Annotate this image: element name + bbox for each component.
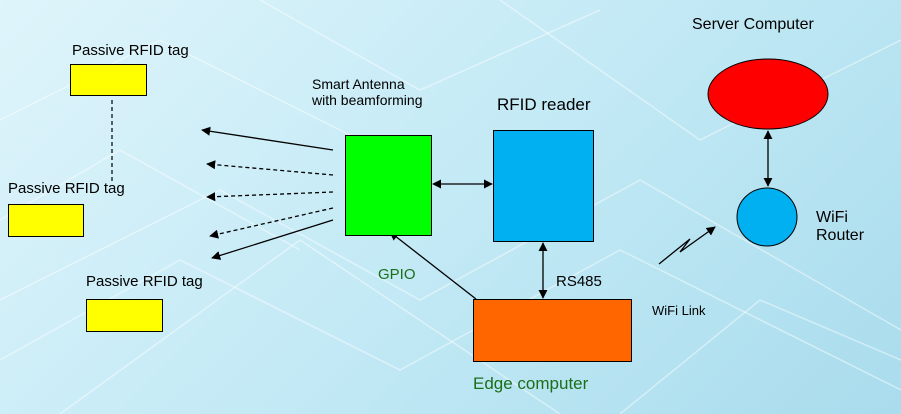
wifi-link-symbol [658,226,716,265]
reader-box [493,130,594,242]
tag2-box [8,204,84,237]
edge-label: Edge computer [473,374,589,393]
router-label-line2: Router [816,227,865,245]
beam-arrow-2 [206,160,334,176]
rs485-label: RS485 [556,273,602,290]
tag2-label: Passive RFID tag [8,180,125,197]
beam-arrow-5 [211,219,334,260]
antenna-label-line2: with beamforming [312,92,423,109]
antenna-label: Smart Antenna with beamforming [312,76,423,108]
server-label: Server Computer [692,16,814,33]
antenna-label-line1: Smart Antenna [312,76,405,92]
edge-box [473,299,632,362]
tag1-box [70,64,147,96]
beam-arrow-1 [201,126,334,151]
antenna-box [345,135,432,236]
reader-label: RFID reader [497,95,591,114]
gpio-link [389,231,477,300]
beam-arrow-3 [206,191,334,202]
tag3-label: Passive RFID tag [86,273,203,290]
beam-arrow-4 [209,207,334,239]
tag3-box [86,299,163,332]
server-node [707,58,829,130]
router-label: WiFi Router [816,209,864,246]
router-label-line1: WiFi [816,209,848,226]
gpio-label: GPIO [378,266,416,283]
router-node [736,187,798,247]
tag1-label: Passive RFID tag [72,42,189,59]
wifi-link-label: WiFi Link [652,303,706,318]
